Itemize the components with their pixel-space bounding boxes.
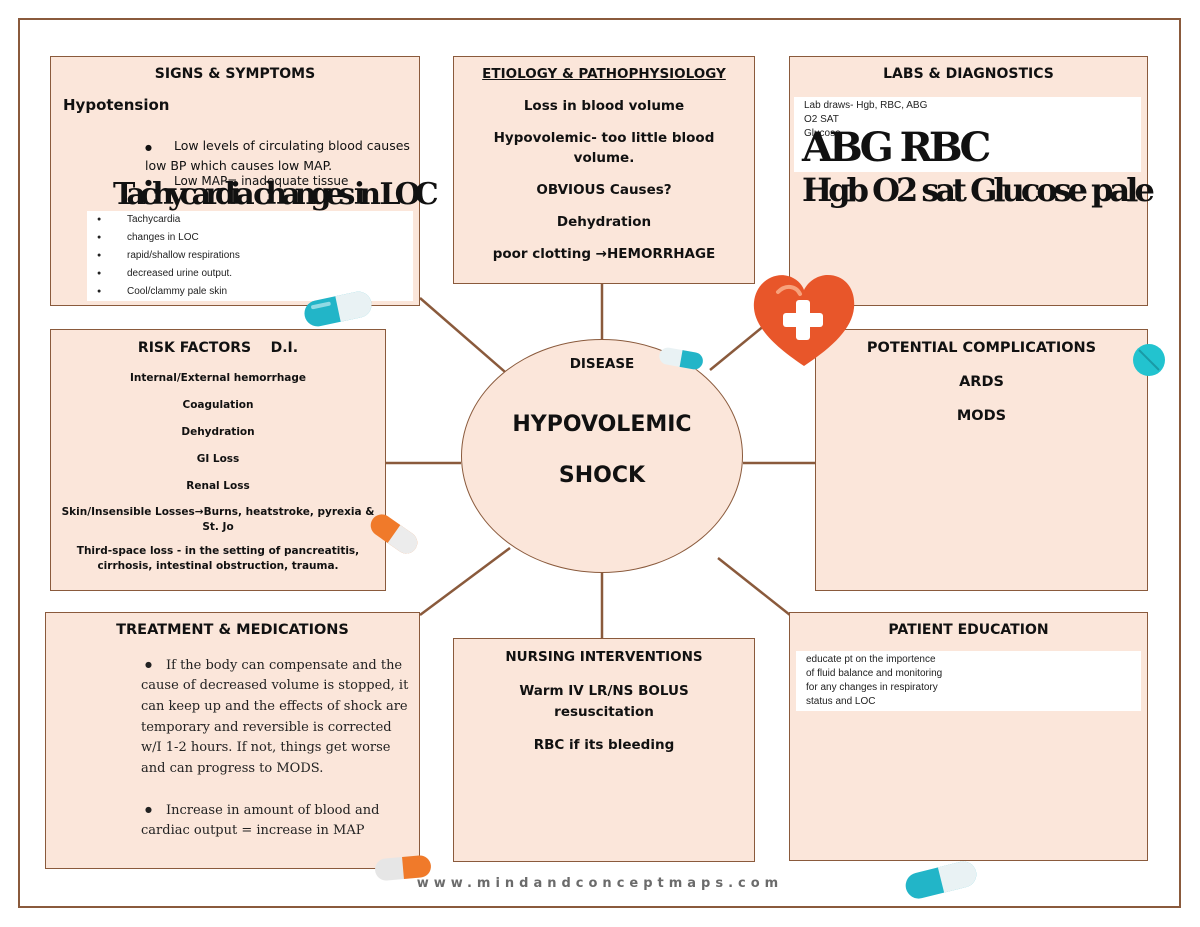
teal-pill-icon [1133,344,1165,376]
education-line: educate pt on the importence [806,654,936,665]
etiology-line: poor clotting →HEMORRHAGE [492,246,716,262]
signs-bullet-2: ●Low MAP= inadequate tissue [145,174,349,188]
treatment-box: TREATMENT & MEDICATIONS ●If the body can… [45,612,420,869]
labs-overlay-text-2: Hgb O2 sat Glucose pale [802,171,1155,209]
connector-bottom-right [717,557,791,616]
signs-subtitle: Hypotension [63,96,170,114]
risk-item: Renal Loss [186,480,250,492]
nursing-item: Warm IV LR/NS BOLUS resuscitation [519,683,689,720]
disease-name-line2: SHOCK [558,463,646,488]
capsule-icon [905,861,977,899]
risk-item: Internal/External hemorrhage [129,372,307,384]
signs-list-item: changes in LOC [97,231,403,245]
labs-item: O2 SAT [804,114,839,125]
etiology-line: OBVIOUS Causes? [536,182,672,198]
labs-item: Lab draws- Hgb, RBC, ABG [804,100,928,111]
risk-item: Coagulation [182,399,254,411]
disease-name-line1: HYPOVOLEMIC [512,412,692,437]
signs-title: SIGNS & SYMPTOMS [154,66,316,82]
risk-title: RISK FACTORS D.I. [137,340,299,356]
education-title: PATIENT EDUCATION [888,622,1049,638]
labs-title: LABS & DIAGNOSTICS [883,66,1054,82]
etiology-line: Loss in blood volume [523,98,685,114]
treatment-bullet: ●If the body can compensate and the caus… [141,657,409,776]
page-frame [18,18,1181,908]
signs-list-item: rapid/shallow respirations [97,249,403,263]
capsule-icon [375,855,431,881]
footer-url[interactable]: www.mindandconceptmaps.com [416,876,784,891]
central-disease-node: DISEASE HYPOVOLEMIC SHOCK [461,339,743,573]
complications-title: POTENTIAL COMPLICATIONS [866,340,1097,356]
labs-box: LABS & DIAGNOSTICS Lab draws- Hgb, RBC, … [789,56,1155,306]
etiology-line: Hypovolemic- too little blood volume. [493,130,715,166]
signs-overlay-text: Tachycardia changes in LOC [113,177,439,212]
signs-list-box: Tachycardia changes in LOC rapid/shallow… [87,211,413,301]
labs-list-box: Lab draws- Hgb, RBC, ABG O2 SAT Glucose [794,97,1141,172]
etiology-line: Dehydration [556,214,652,230]
risk-item: Skin/Insensible Losses→Burns, heatstroke… [61,506,375,533]
risk-item: GI Loss [196,453,240,465]
education-line: for any changes in respiratory [806,682,938,693]
risk-factors-box: RISK FACTORS D.I. Internal/External hemo… [50,329,386,591]
connector-top-right [709,324,766,371]
connector-top-left [419,297,513,379]
complication-item: MODS [956,408,1007,424]
complications-box: POTENTIAL COMPLICATIONS ARDS MODS [815,329,1148,591]
complication-item: ARDS [959,374,1004,390]
treatment-title: TREATMENT & MEDICATIONS [116,622,349,638]
capsule-icon [659,347,703,370]
labs-item: Glucose [804,128,841,139]
education-text-box: educate pt on the importence of fluid ba… [796,651,1141,711]
signs-list-item: Tachycardia [97,213,403,227]
signs-symptoms-box: SIGNS & SYMPTOMS Hypotension ●Low levels… [50,56,439,306]
nursing-item: RBC if its bleeding [533,737,675,753]
etiology-box: ETIOLOGY & PATHOPHYSIOLOGY Loss in blood… [453,56,755,284]
connector-bottom-left [419,546,511,617]
disease-label: DISEASE [569,356,635,372]
heart-cross-icon [753,274,855,366]
risk-item: Third-space loss - in the setting of pan… [76,545,360,572]
signs-bullet-1: ●Low levels of circulating blood causes … [145,138,410,173]
nursing-title: NURSING INTERVENTIONS [505,649,703,665]
signs-list-item: Cool/clammy pale skin [97,285,403,299]
treatment-bullet: ●Increase in amount of blood and cardiac… [141,802,380,839]
etiology-title: ETIOLOGY & PATHOPHYSIOLOGY [482,66,726,82]
capsule-icon [370,514,418,554]
patient-education-box: PATIENT EDUCATION educate pt on the impo… [789,612,1148,861]
education-line: of fluid balance and monitoring [806,668,943,679]
risk-item: Dehydration [181,426,255,438]
labs-overlay-text-1: ABG RBC [802,124,991,171]
nursing-box: NURSING INTERVENTIONS Warm IV LR/NS BOLU… [453,638,755,862]
capsule-icon [304,291,372,327]
education-line: status and LOC [806,696,876,707]
signs-list-item: decreased urine output. [97,267,403,281]
